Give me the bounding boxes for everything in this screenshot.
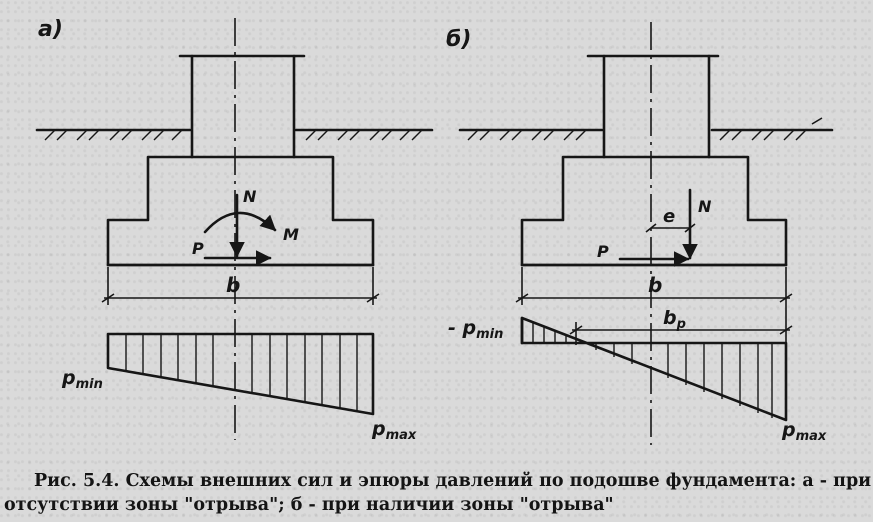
- panel-b-label-minus-pmin: - pmin: [448, 317, 503, 342]
- panel-b-label-e: e: [663, 206, 675, 227]
- panel-a-label-pmax: pmax: [371, 418, 417, 443]
- caption-line-1: Рис. 5.4. Схемы внешних сил и эпюры давл…: [34, 471, 872, 491]
- figure-caption: Рис. 5.4. Схемы внешних сил и эпюры давл…: [4, 469, 872, 517]
- panel-b-dimension-bp: [569, 322, 793, 345]
- panel-b: б): [446, 22, 834, 445]
- panel-a-column: [178, 54, 306, 159]
- panel-b-pressure-diagram: [520, 316, 788, 422]
- panel-a-label-P: P: [192, 239, 204, 258]
- foundation-schemes-diagram: a): [35, 17, 834, 445]
- panel-b-label-N: N: [698, 197, 712, 216]
- panel-a-label-M: M: [283, 225, 299, 244]
- panel-a-pressure-diagram: [106, 332, 375, 416]
- panel-b-foundation: [520, 155, 788, 267]
- panel-a-moment-arc: [203, 211, 277, 234]
- panel-b-tag: б): [446, 27, 471, 52]
- panel-b-label-b: b: [648, 273, 662, 297]
- panel-a-ground: [35, 128, 434, 141]
- panel-b-label-bp: bp: [663, 307, 686, 332]
- panel-a: a): [35, 17, 434, 443]
- panel-a-tag: a): [38, 17, 63, 42]
- panel-a-label-N: N: [243, 187, 257, 206]
- panel-b-column: [586, 54, 720, 159]
- panel-b-label-pmax: pmax: [781, 419, 827, 444]
- caption-line-2: отсутствии зоны "отрыва"; б - при наличи…: [4, 495, 614, 515]
- panel-b-label-P: P: [597, 242, 609, 261]
- panel-b-ground: [458, 117, 834, 141]
- panel-a-foundation: [106, 155, 375, 267]
- panel-a-label-pmin: pmin: [61, 367, 103, 392]
- panel-a-label-b: b: [226, 273, 240, 297]
- panel-a-dimension-b: [101, 267, 380, 305]
